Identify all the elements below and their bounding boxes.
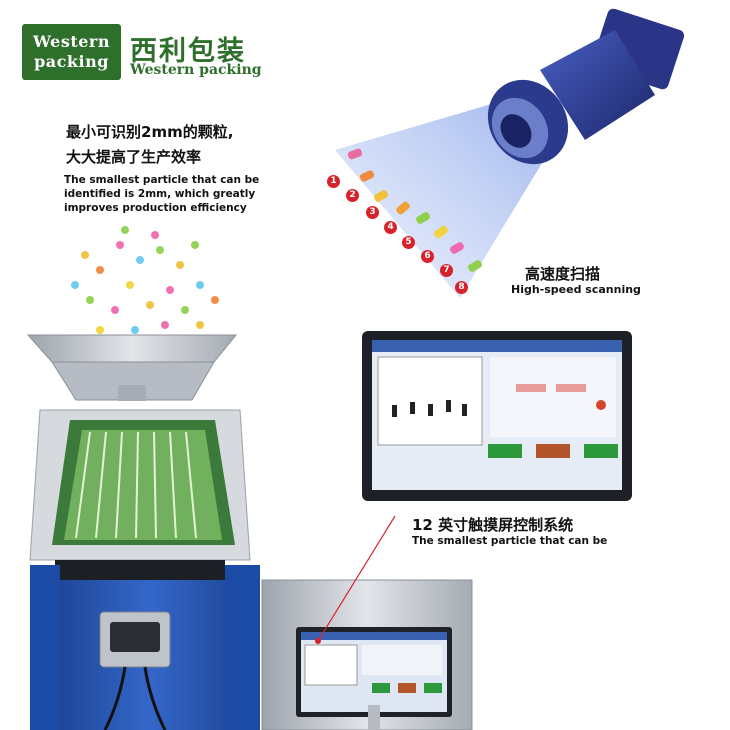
hopper [26,334,238,401]
scan-marker-1: 1 [327,175,340,188]
logo-box-line2: packing [34,52,109,71]
pointer-line [317,515,396,642]
camera-icon [487,8,685,165]
scan-marker-2: 2 [346,189,359,202]
feature-min-particle: 最小可识别2mm的颗粒, 大大提高了生产效率 The smallest part… [64,121,260,215]
control-cabinet [261,579,473,730]
scan-marker-7: 7 [440,264,453,277]
scan-marker-4: 4 [384,221,397,234]
touchscreen-cn: 12 英寸触摸屏控制系统 [412,516,574,534]
scanning-en: High-speed scanning [511,283,641,296]
logo-chinese-name: 西利包装 [130,36,246,67]
min-particle-en-line1: The smallest particle that can be [64,174,260,186]
min-particle-en-line2: identified is 2mm, which greatly [64,188,256,200]
scan-beam [335,100,550,298]
sample-particles [347,148,482,272]
touchscreen-display [362,331,632,501]
brand-logo-box: Western packing [22,24,121,80]
logo-box-line1: Western [33,32,110,51]
logo-english-name: Western packing [130,62,262,78]
scan-marker-6: 6 [421,250,434,263]
min-particle-en-line3: improves production efficiency [64,202,247,214]
touchscreen-en: The smallest particle that can be [412,535,608,547]
min-particle-cn-line2: 大大提高了生产效率 [66,148,202,166]
scan-marker-8: 8 [455,281,468,294]
scan-marker-5: 5 [402,236,415,249]
min-particle-cn-line1: 最小可识别2mm的颗粒, [66,123,234,141]
scan-marker-3: 3 [366,206,379,219]
sorting-machine [29,409,260,730]
scanning-cn: 高速度扫描 [525,265,601,283]
